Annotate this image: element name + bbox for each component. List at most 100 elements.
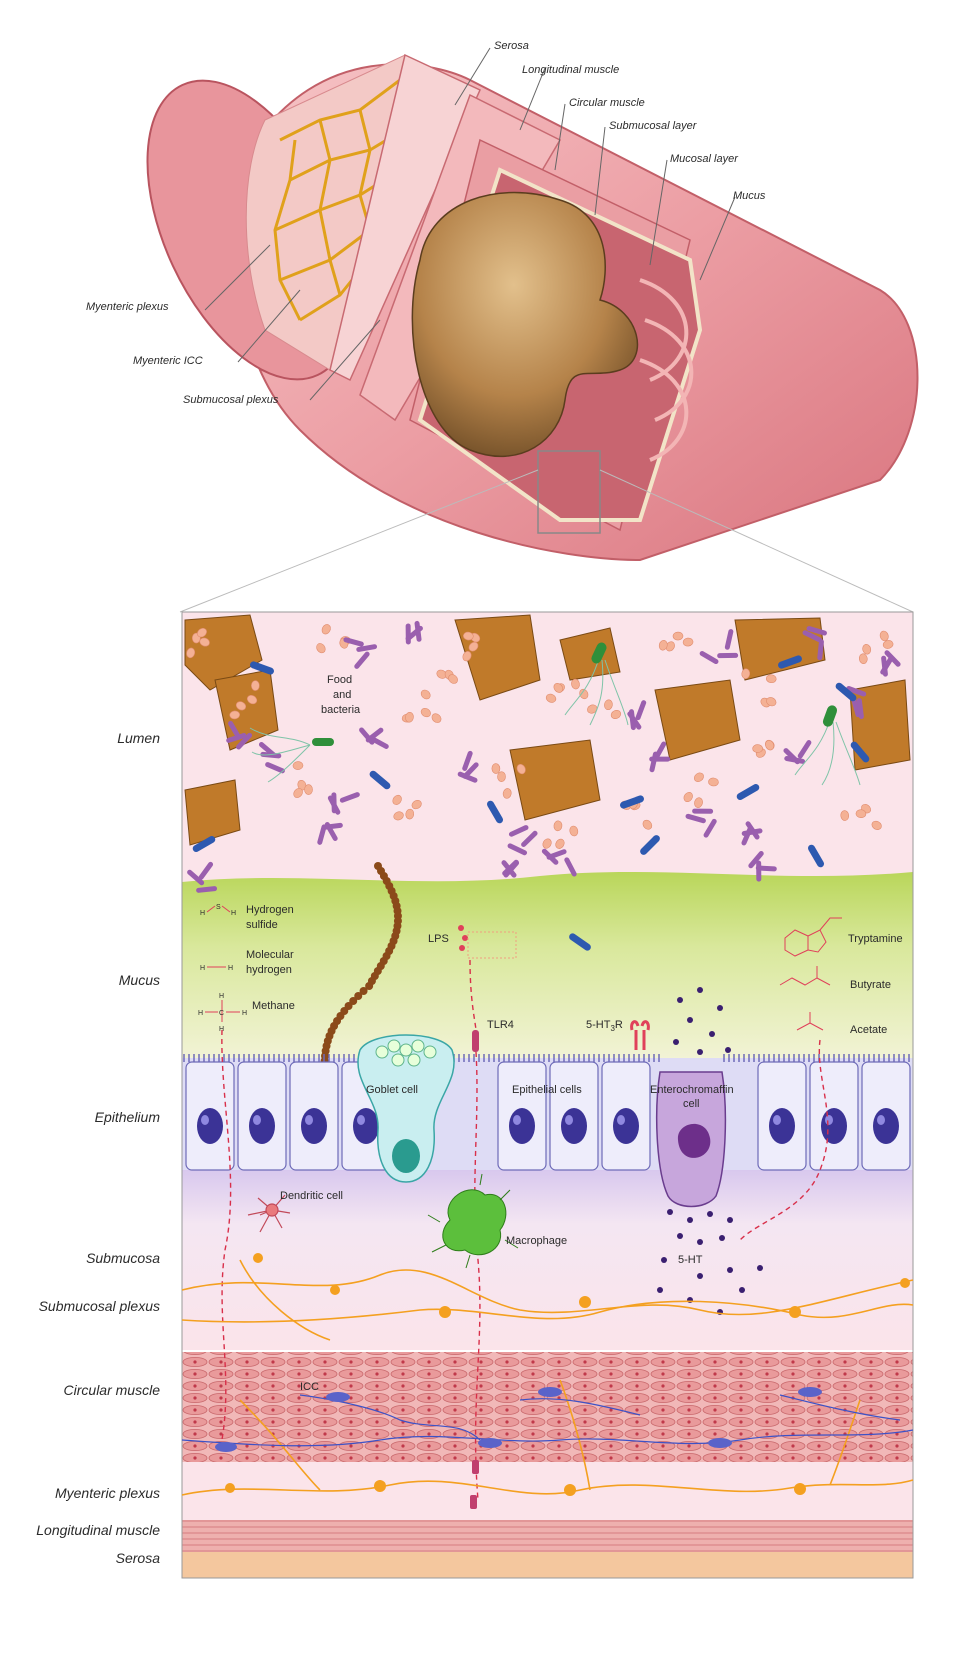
label-epithelial-cells: Epithelial cells	[512, 1084, 582, 1096]
serotonin-dot	[707, 1211, 713, 1217]
cell-nucleus	[821, 1108, 847, 1144]
label-tryptamine: Tryptamine	[848, 933, 903, 945]
nucleus-highlight	[513, 1115, 521, 1125]
cell-nucleus	[509, 1108, 535, 1144]
label-mucosal-layer-top: Mucosal layer	[670, 153, 739, 165]
serotonin-dot	[697, 987, 703, 993]
svg-text:H: H	[198, 1010, 203, 1017]
nucleus-highlight	[617, 1115, 625, 1125]
serotonin-dot	[709, 1031, 715, 1037]
label-food-line2: and	[333, 689, 351, 701]
label-serosa: Serosa	[116, 1550, 161, 1566]
label-submucosal-layer-top: Submucosal layer	[609, 120, 698, 132]
purple-rod	[859, 701, 861, 717]
cell-nucleus	[873, 1108, 899, 1144]
longitudinal-muscle-region	[182, 1520, 913, 1552]
serotonin-dot	[717, 1005, 723, 1011]
cell-nucleus	[197, 1108, 223, 1144]
label-lumen: Lumen	[117, 730, 160, 746]
serotonin-dot	[687, 1017, 693, 1023]
nucleus-highlight	[201, 1115, 209, 1125]
label-hydrogen-sulfide-1: Hydrogen	[246, 904, 294, 916]
serotonin-dot	[697, 1273, 703, 1279]
serotonin-dot	[661, 1257, 667, 1263]
label-methane: Methane	[252, 1000, 295, 1012]
label-myenteric-icc-top: Myenteric ICC	[133, 355, 203, 367]
serotonin-dot	[757, 1265, 763, 1271]
serotonin-dot	[687, 1217, 693, 1223]
label-lps: LPS	[428, 933, 449, 945]
label-submucosa: Submucosa	[86, 1250, 160, 1266]
label-5ht3r: 5-HT3R	[586, 1019, 623, 1033]
purple-rod	[199, 889, 215, 891]
nucleus-highlight	[253, 1115, 261, 1125]
cross-section-panel: S H H H H H C H H H	[182, 612, 913, 1578]
label-circular-muscle: Circular muscle	[64, 1382, 161, 1398]
label-macrophage: Macrophage	[506, 1235, 567, 1247]
coccus	[251, 681, 259, 691]
label-dendritic-cell: Dendritic cell	[280, 1190, 343, 1202]
serotonin-dot	[697, 1049, 703, 1055]
label-butyrate: Butyrate	[850, 979, 891, 991]
coccus	[497, 772, 505, 782]
label-molecular-hydrogen-2: hydrogen	[246, 964, 292, 976]
label-goblet-cell: Goblet cell	[366, 1084, 418, 1096]
nucleus-highlight	[773, 1115, 781, 1125]
label-submucosal-plexus-top: Submucosal plexus	[183, 394, 279, 406]
purple-rod	[727, 632, 730, 648]
label-myenteric-plexus-top: Myenteric plexus	[86, 301, 169, 313]
label-enterochromaffin-1: Enterochromaffin	[650, 1084, 734, 1096]
cell-nucleus	[301, 1108, 327, 1144]
tlr4-receptor	[472, 1030, 479, 1052]
cell-nucleus	[353, 1108, 379, 1144]
serotonin-dot	[727, 1267, 733, 1273]
serotonin-dot	[697, 1239, 703, 1245]
label-mucus: Mucus	[119, 972, 160, 988]
label-hydrogen-sulfide-2: sulfide	[246, 919, 278, 931]
label-mucus-top: Mucus	[733, 190, 766, 202]
label-food-line1: Food	[327, 674, 352, 686]
label-longitudinal-muscle: Longitudinal muscle	[36, 1522, 160, 1538]
serosa-region	[182, 1552, 913, 1578]
label-icc: ICC	[300, 1381, 319, 1393]
svg-text:H: H	[219, 993, 224, 1000]
label-serosa-top: Serosa	[494, 40, 529, 52]
nucleus-highlight	[825, 1115, 833, 1125]
serotonin-dot	[739, 1287, 745, 1293]
label-longitudinal-muscle-top: Longitudinal muscle	[522, 64, 619, 76]
gut-tube-illustration: Serosa Longitudinal muscle Circular musc…	[86, 40, 918, 612]
svg-text:H: H	[231, 910, 236, 917]
coccus	[753, 745, 763, 753]
cell-nucleus	[613, 1108, 639, 1144]
coccus	[673, 632, 683, 640]
purple-rod	[359, 647, 375, 650]
svg-text:H: H	[200, 965, 205, 972]
label-5ht: 5-HT	[678, 1254, 703, 1266]
cell-nucleus	[769, 1108, 795, 1144]
label-enterochromaffin-2: cell	[683, 1098, 700, 1110]
serotonin-dot	[719, 1235, 725, 1241]
serotonin-dot	[725, 1047, 731, 1053]
nucleus-highlight	[565, 1115, 573, 1125]
coccus	[304, 785, 312, 795]
purple-rod	[744, 831, 760, 834]
label-food-line3: bacteria	[321, 704, 361, 716]
coccus	[492, 763, 500, 773]
svg-text:H: H	[242, 1010, 247, 1017]
label-submucosal-plexus: Submucosal plexus	[39, 1298, 160, 1314]
purple-rod	[787, 759, 803, 762]
label-tlr4: TLR4	[487, 1019, 514, 1031]
label-myenteric-plexus: Myenteric plexus	[55, 1485, 160, 1501]
purple-rod	[884, 658, 886, 674]
label-acetate: Acetate	[850, 1024, 887, 1036]
svg-text:S: S	[216, 904, 221, 911]
serotonin-dot	[673, 1039, 679, 1045]
layer-labels: Lumen Mucus Epithelium Submucosa Submuco…	[36, 730, 160, 1566]
cell-nucleus	[249, 1108, 275, 1144]
purple-rod	[758, 868, 774, 869]
cell-nucleus	[561, 1108, 587, 1144]
purple-rod	[820, 642, 822, 658]
nucleus-highlight	[877, 1115, 885, 1125]
label-epithelium: Epithelium	[95, 1109, 161, 1125]
